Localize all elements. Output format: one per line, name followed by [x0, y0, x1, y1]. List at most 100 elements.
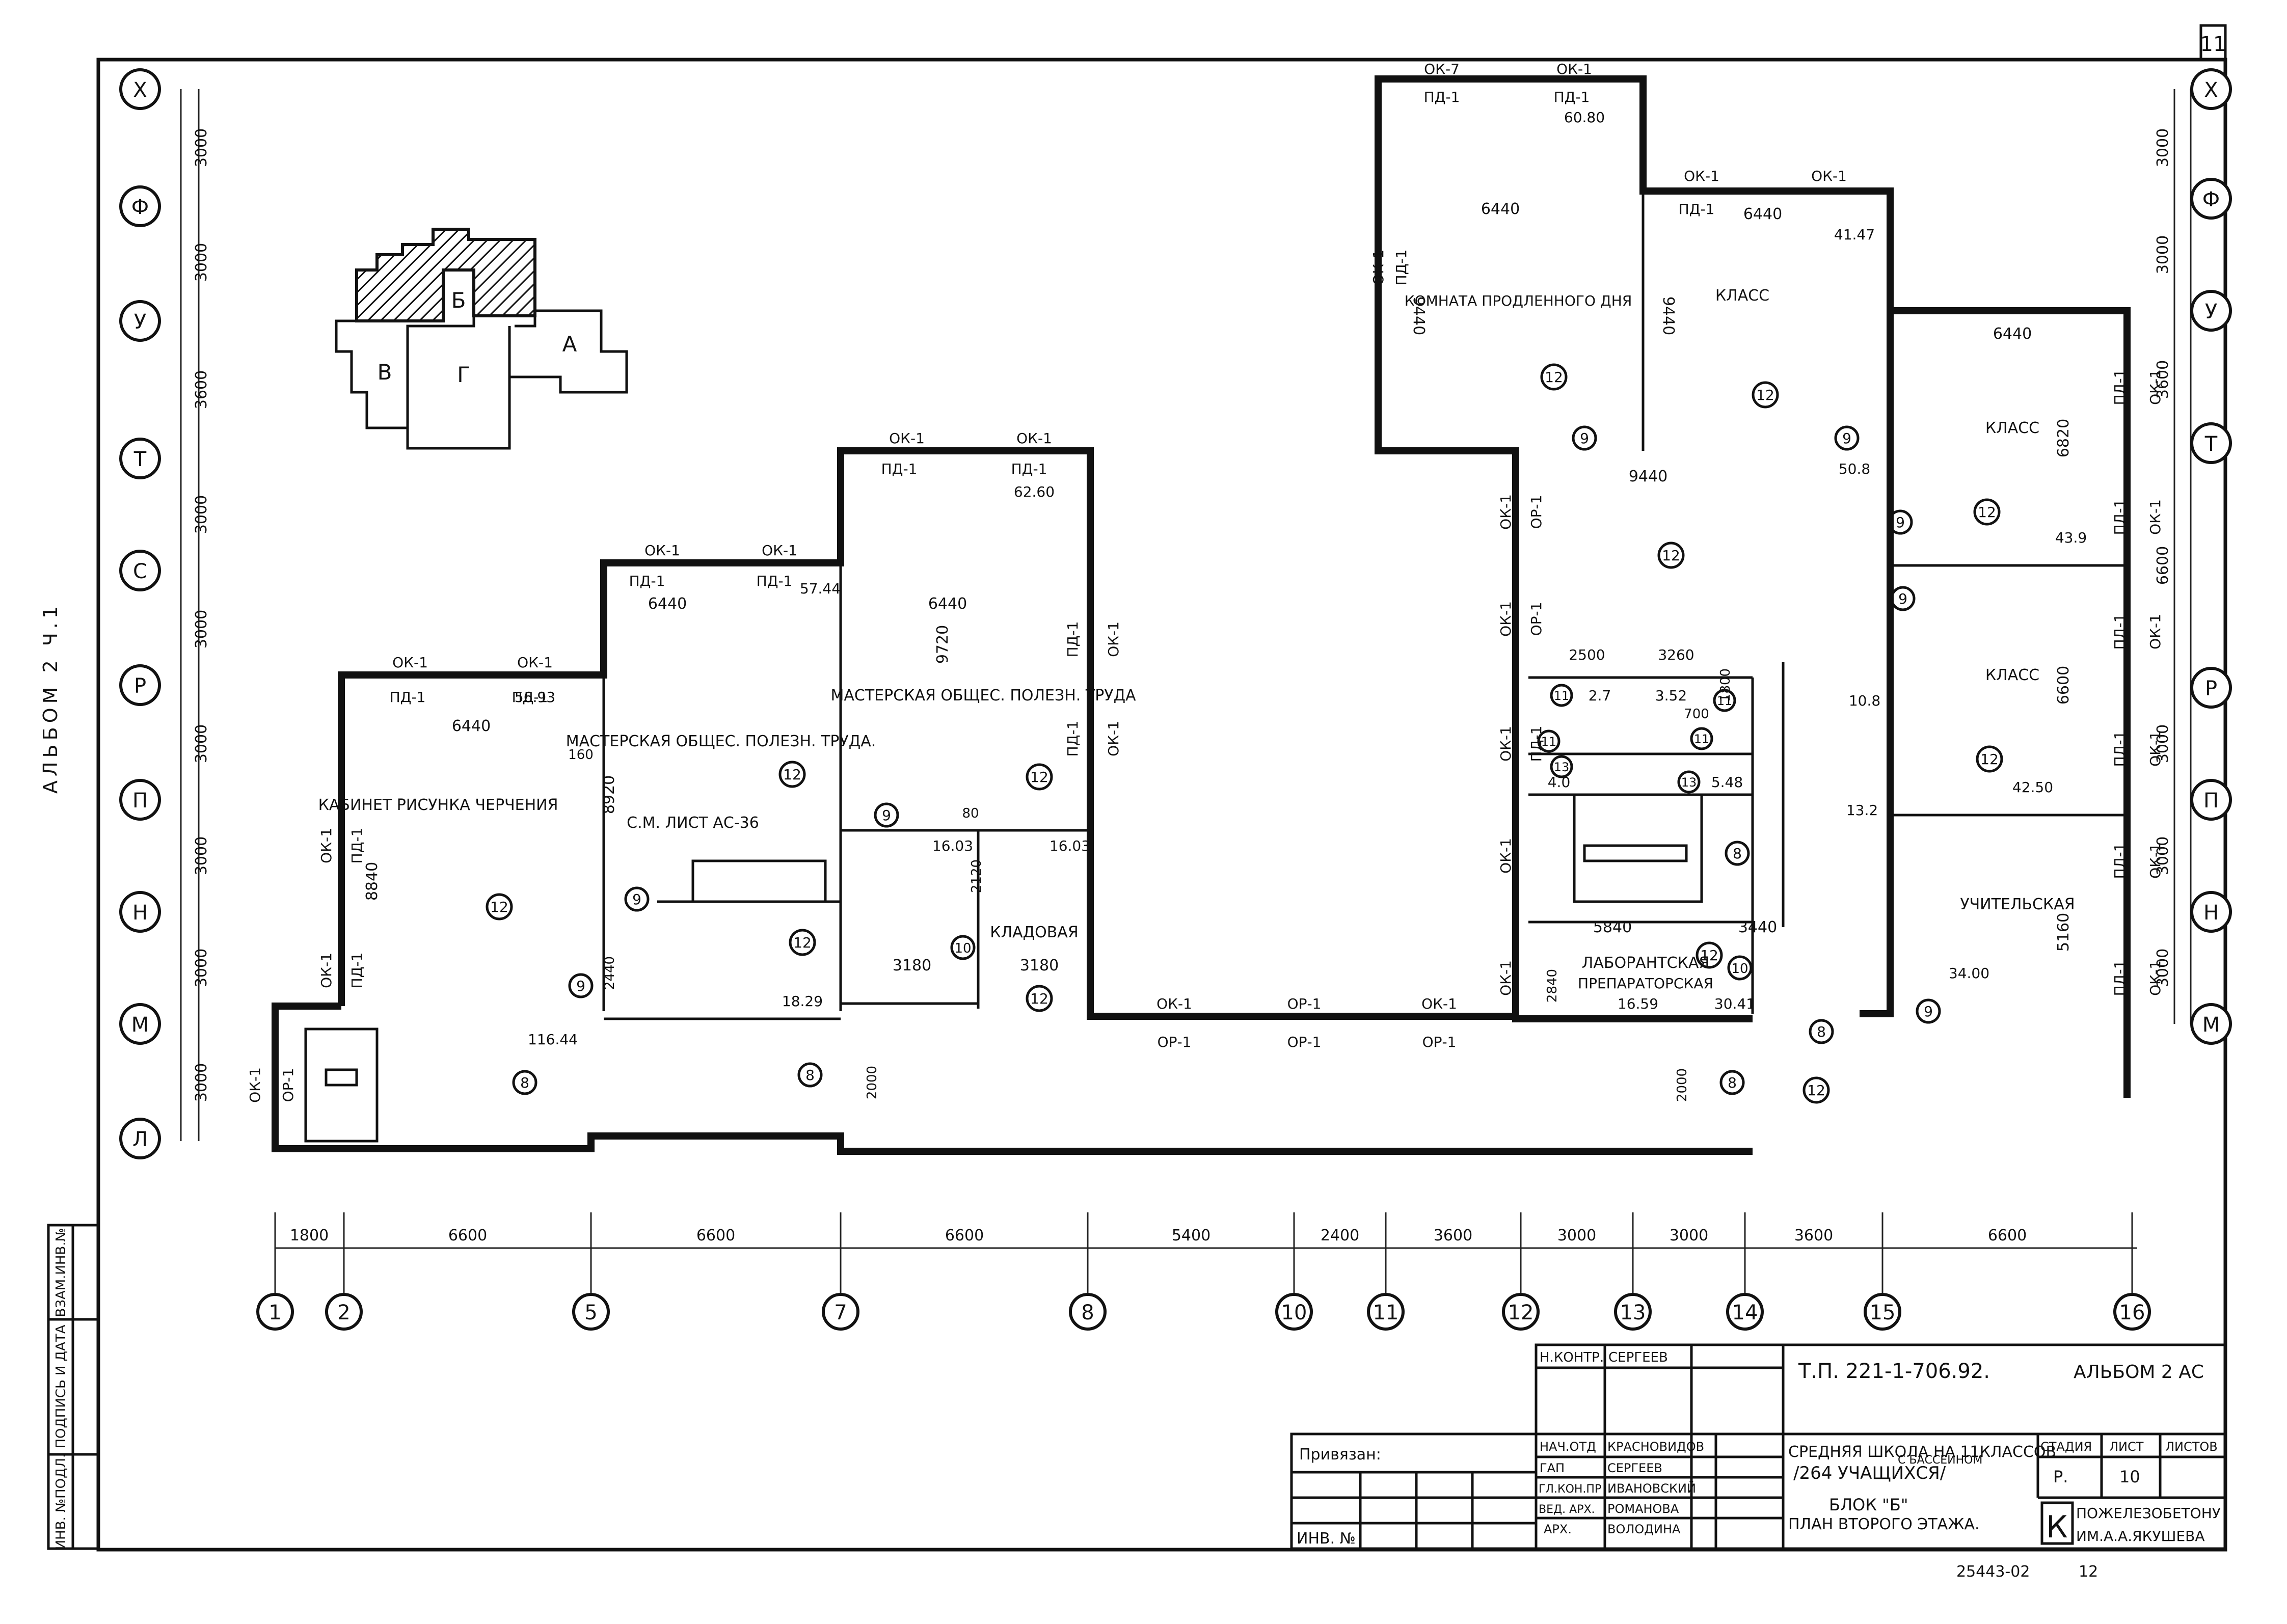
- drawing-label: 6600: [1988, 1227, 2027, 1244]
- drawing-label: 30.41: [1714, 995, 1755, 1012]
- drawing-line: [1657, 542, 1685, 569]
- drawing-label: 3180: [893, 957, 931, 975]
- row-axis-left: [180, 89, 200, 1141]
- drawing-line: [119, 664, 161, 706]
- tb-arh-label: АРХ.: [1544, 1522, 1572, 1536]
- drawing-line: [119, 1118, 161, 1159]
- drawing-label: ОК-1: [1497, 726, 1514, 762]
- stamp-vzam: ВЗАМ.ИНВ.№: [53, 1228, 69, 1317]
- room-areas: 56.93 57.44 62.60 60.80 41.47 43.9 42.50…: [515, 109, 2087, 1048]
- tb-stage: Р.: [2053, 1467, 2068, 1486]
- drawing-label: ОК-1: [1105, 621, 1122, 657]
- drawing-line: [2190, 667, 2232, 709]
- drawing-label: 10: [954, 941, 971, 956]
- drawing-label: 2000: [1675, 1068, 1690, 1102]
- tb-sheet-label: ЛИСТ: [2109, 1440, 2144, 1454]
- drawing-label: 6440: [1743, 205, 1782, 223]
- drawing-line: [2190, 779, 2232, 821]
- drawing-label: 700: [1684, 707, 1709, 722]
- drawing-label: Ф: [2202, 188, 2220, 211]
- drawing-label: ПД-1: [629, 573, 665, 589]
- drawing-line: [119, 891, 161, 933]
- drawing-label: 11: [1554, 689, 1570, 703]
- title-block: Н.КОНТР. СЕРГЕЕВ НАЧ.ОТД КРАСНОВИДОВ ГАП…: [1290, 1343, 2227, 1581]
- drawing-label: ОК-1: [1811, 168, 1847, 184]
- row-bubbles-right: Х Ф У Т Р П Н М: [2190, 68, 2232, 1045]
- drawing-label: ОК-1: [517, 654, 553, 671]
- drawing-label: 12: [1807, 1082, 1825, 1099]
- drawing-label: 9: [632, 891, 641, 908]
- tb-archive-sheet: 12: [2079, 1563, 2098, 1581]
- drawing-line: [509, 309, 628, 394]
- drawing-label: ПД-1: [2111, 960, 2128, 996]
- drawing-label: 9: [1580, 430, 1589, 447]
- drawing-line: [1727, 955, 1753, 981]
- tb-sheets-label: ЛИСТОВ: [2165, 1440, 2218, 1454]
- drawing-line: [1502, 1293, 1540, 1331]
- row-axis-right: [2173, 89, 2192, 1024]
- room-laboratory: ЛАБОРАНТСКАЯ: [1582, 954, 1709, 972]
- drawing-label: 3000: [1670, 1227, 1708, 1244]
- tb-org-line2: ИМ.А.А.ЯКУШЕВА: [2076, 1528, 2205, 1545]
- drawing-label: 9440: [1629, 468, 1667, 485]
- drawing-line: [325, 1068, 358, 1087]
- drawing-label: 6440: [928, 595, 967, 613]
- drawing-label: ОК-1: [1497, 960, 1514, 996]
- drawing-line: [1535, 1343, 2227, 1550]
- drawing-label: 6600: [2055, 666, 2073, 705]
- drawing-label: С: [133, 560, 147, 583]
- drawing-label: ОК-1: [247, 1067, 263, 1103]
- drawing-label: 12: [1030, 769, 1048, 786]
- drawing-label: У: [2205, 300, 2217, 323]
- drawing-label: ОК-1: [392, 654, 428, 671]
- room-kladovaya: КЛАДОВАЯ: [990, 924, 1078, 941]
- drawing-label: ПД-1: [348, 828, 365, 864]
- drawing-label: ПД-1: [2111, 843, 2128, 879]
- drawing-label: 12: [1756, 387, 1774, 403]
- tb-arh-name: ВОЛОДИНА: [1607, 1522, 1681, 1536]
- drawing-line: [2190, 290, 2232, 332]
- drawing-label: 5840: [1593, 918, 1632, 936]
- drawing-label: 6440: [1481, 200, 1520, 218]
- drawing-label: 6440: [648, 595, 687, 613]
- drawing-label: ОК-1: [1497, 838, 1514, 874]
- drawing-label: 9: [882, 807, 891, 824]
- tb-n-kontr-label: Н.КОНТР.: [1540, 1350, 1604, 1365]
- drawing-line: [1069, 1293, 1107, 1331]
- drawing-line: [691, 859, 827, 903]
- drawing-label: ОК-1: [889, 430, 925, 447]
- drawing-line: [119, 300, 161, 342]
- drawing-label: 62.60: [1014, 483, 1055, 500]
- drawing-line: [1026, 985, 1053, 1012]
- room-uchitelskaya: УЧИТЕЛЬСКАЯ: [1960, 896, 2075, 913]
- tb-nach-otd-name: КРАСНОВИДОВ: [1607, 1440, 1704, 1454]
- drawing-line: [1275, 1293, 1313, 1331]
- drawing-label: ПД-1: [1393, 250, 1410, 286]
- drawing-label: ОР-1: [1158, 1034, 1192, 1050]
- drawing-label: 13: [1554, 760, 1570, 774]
- drawing-label: Р: [134, 674, 146, 698]
- key-block-v: В: [378, 360, 392, 385]
- drawing-label: 3.52: [1655, 687, 1687, 704]
- drawing-label: 3600: [1434, 1227, 1472, 1244]
- room-labels: КАБИНЕТ РИСУНКА ЧЕРЧЕНИЯ МАСТЕРСКАЯ ОБЩЕ…: [318, 287, 2075, 992]
- drawing-label: ОК-1: [318, 953, 335, 988]
- drawing-line: [1026, 763, 1053, 791]
- room-klass-3: КЛАСС: [1985, 666, 2039, 684]
- drawing-line: [1802, 1076, 1830, 1104]
- room-masterskaya-2: МАСТЕРСКАЯ ОБЩЕС. ПОЛЕЗН. ТРУДА: [830, 687, 1136, 705]
- drawing-label: 160: [568, 747, 594, 763]
- drawing-line: [119, 1003, 161, 1045]
- drawing-label: 3000: [2154, 724, 2172, 763]
- drawing-label: ОК-1: [1105, 721, 1122, 756]
- drawing-label: 12: [1508, 1301, 1534, 1324]
- drawing-label: 2: [337, 1301, 350, 1324]
- drawing-line: [874, 802, 899, 828]
- room-komnata: КОМНАТА ПРОДЛЕННОГО ДНЯ: [1405, 292, 1632, 309]
- drawing-label: ОК-1: [2147, 843, 2164, 879]
- drawing-label: ОК-1: [644, 542, 680, 559]
- drawing-label: 9: [1924, 1003, 1933, 1020]
- drawing-line: [2190, 178, 2232, 220]
- drawing-label: 1800: [290, 1227, 329, 1244]
